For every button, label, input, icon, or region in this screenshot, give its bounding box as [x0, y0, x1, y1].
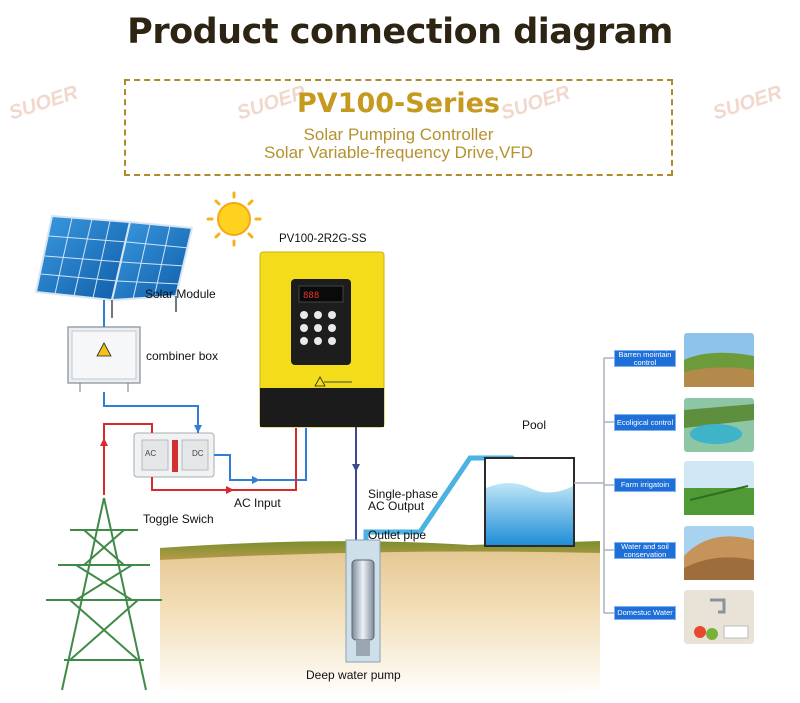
application-label-farm: Farm irrigatoin	[614, 478, 676, 492]
series-subtitle-1: Solar Pumping Controller	[303, 125, 494, 144]
barren-mountain-photo	[684, 333, 754, 387]
combiner-box	[67, 326, 141, 392]
farm-irrigation-photo	[684, 461, 754, 515]
ac-output-cable	[352, 427, 360, 540]
ac-output-label: AC Output	[368, 499, 425, 513]
application-label-barren-mountain: Barren mointain control	[614, 350, 676, 367]
series-subtitle-2: Solar Variable-frequency Drive,VFD	[264, 143, 533, 162]
series-title: PV100-Series	[297, 88, 500, 119]
power-tower	[46, 497, 162, 691]
deep-water-pump-label: Deep water pump	[306, 668, 401, 682]
single-phase-label: Single-phase	[368, 487, 439, 501]
well	[345, 539, 381, 663]
combiner-box-label: combiner box	[146, 349, 219, 363]
svg-text:888: 888	[303, 291, 319, 301]
application-label-ecological: Ecoligical control	[614, 414, 676, 431]
pool	[484, 457, 575, 547]
solar-panels	[34, 214, 194, 318]
pool-label: Pool	[522, 418, 547, 432]
soil-conservation-photo	[684, 526, 754, 580]
ac-cables	[100, 423, 297, 495]
ac-input-label: AC Input	[234, 496, 281, 510]
sun-icon	[206, 191, 262, 247]
application-label-soil: Water and soil conservation	[614, 542, 676, 559]
dc-cables	[103, 300, 307, 484]
application-tree	[574, 357, 614, 614]
toggle-switch-label: Toggle Swich	[143, 512, 214, 526]
solar-module-label: Solar Module	[145, 287, 216, 301]
model-label: PV100-2R2G-SS	[279, 233, 367, 245]
outlet-pipe-label: Outlet pipe	[368, 528, 427, 542]
application-label-domestic: Domestuc Water	[614, 606, 676, 620]
series-box	[124, 79, 673, 176]
controller-vfd: 888	[259, 251, 385, 428]
page-title: Product connection diagram	[127, 12, 673, 52]
switch-ac-label: AC	[145, 449, 157, 458]
switch-dc-label: DC	[192, 449, 204, 458]
ecological-lake-photo	[684, 398, 754, 452]
domestic-water-photo	[684, 590, 754, 644]
